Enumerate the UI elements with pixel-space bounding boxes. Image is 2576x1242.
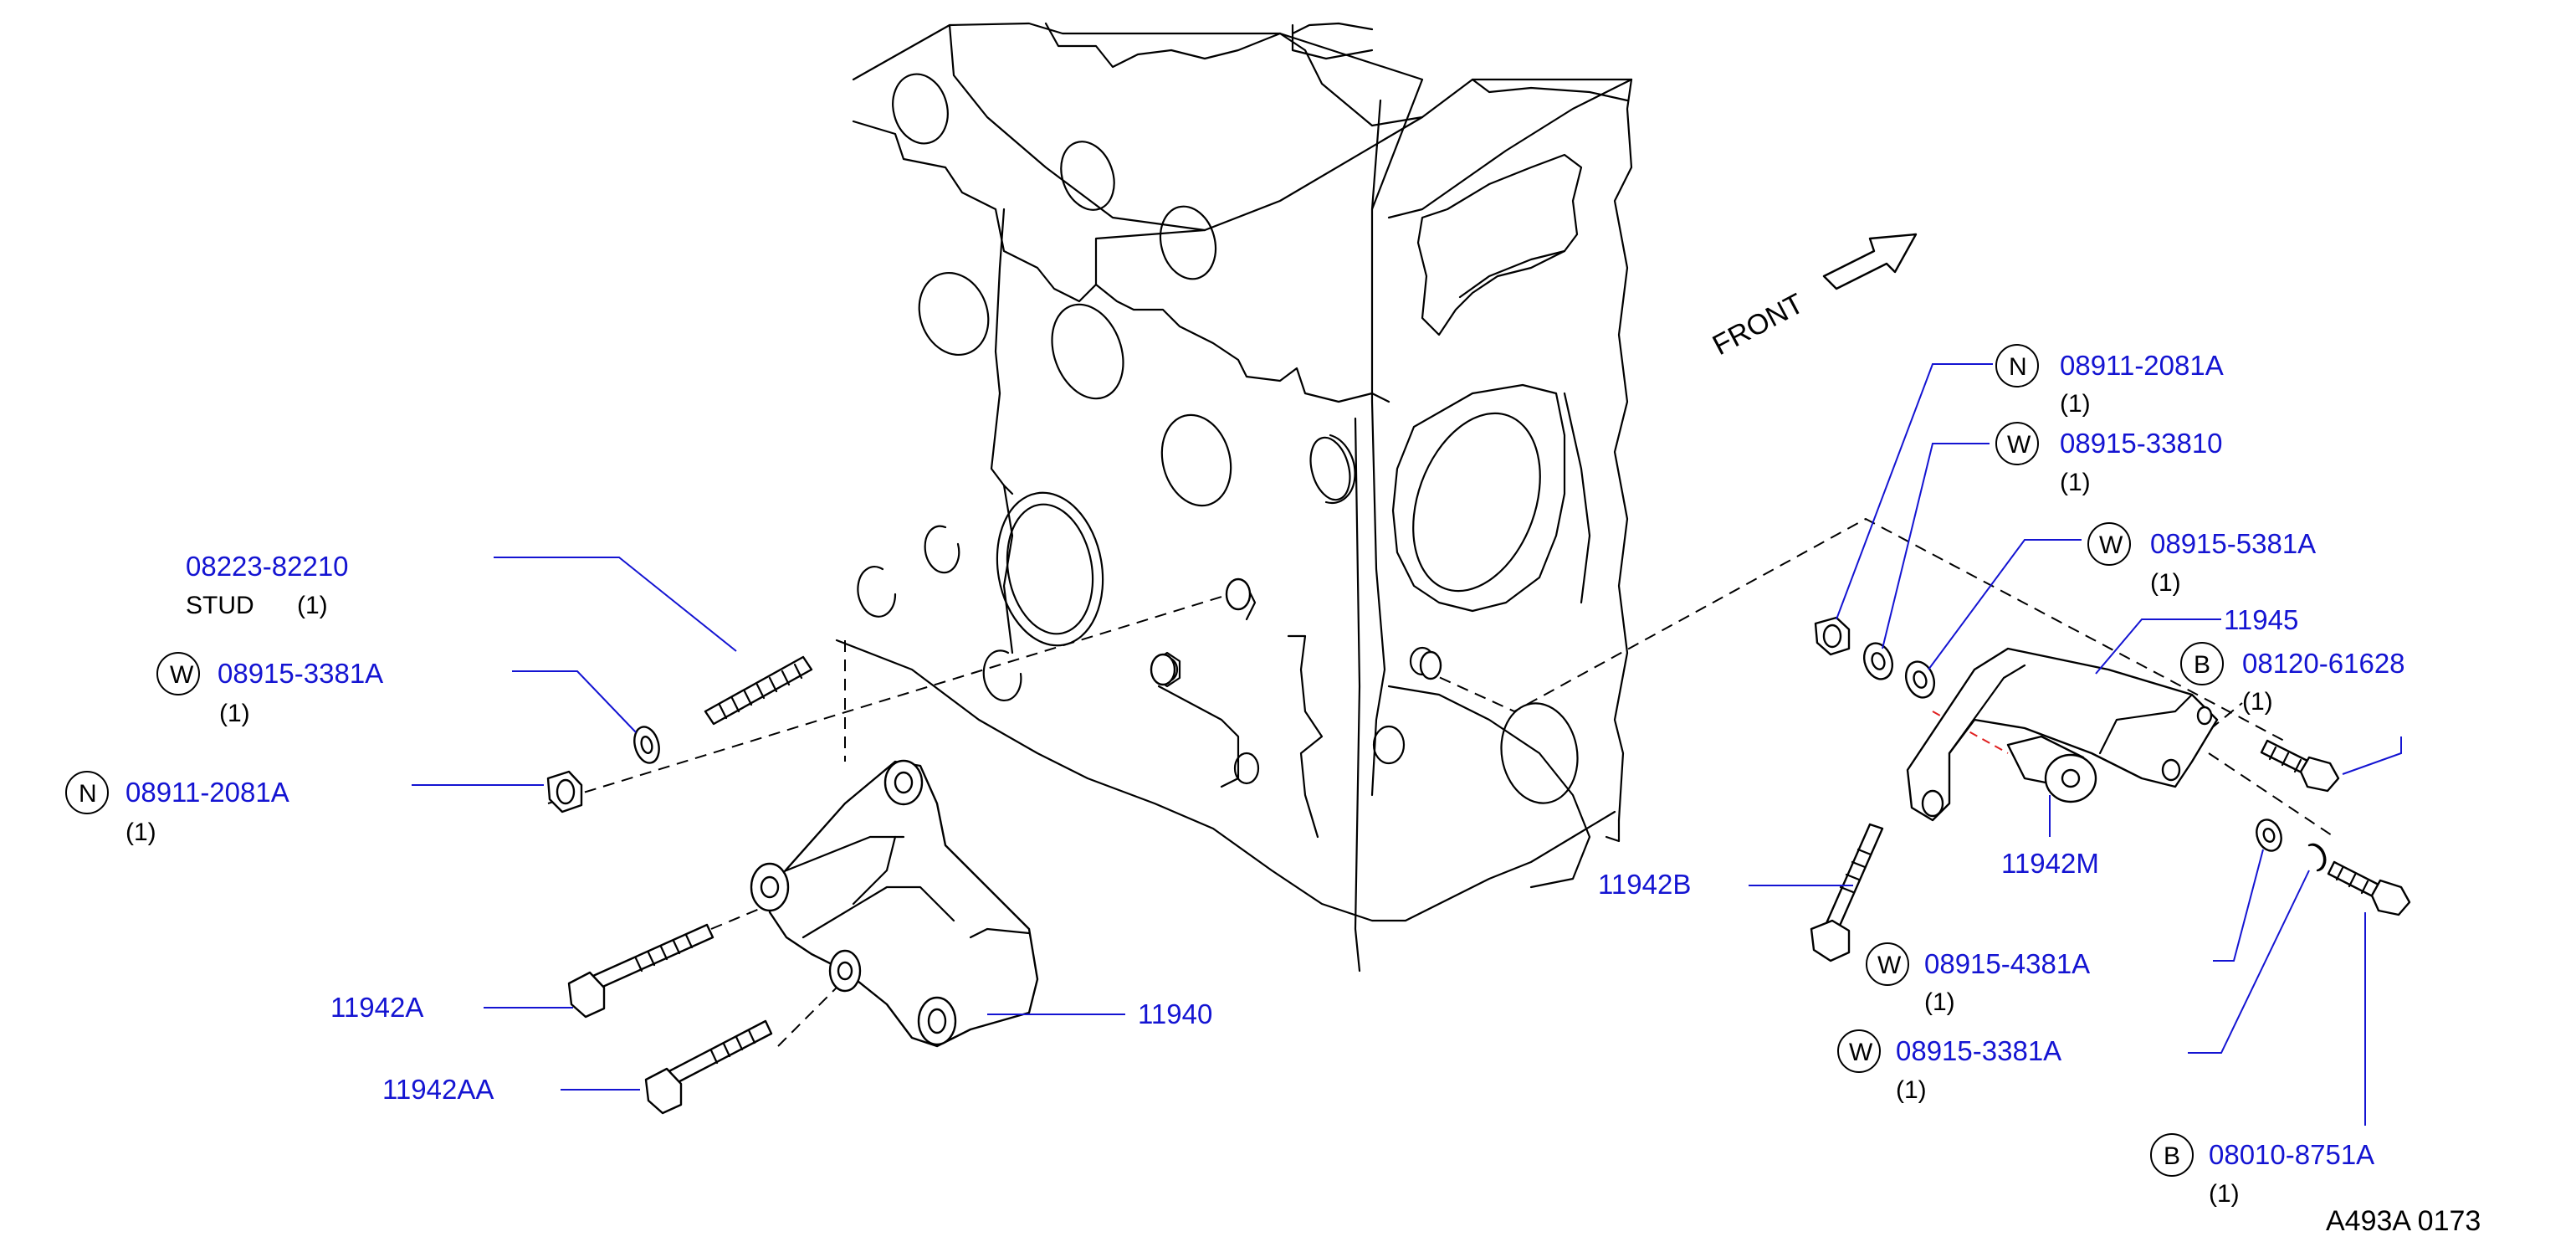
part-number-stud: 08223-82210	[186, 551, 349, 582]
part-number-bracket-11945: 11945	[2224, 604, 2298, 635]
symbol-circles	[65, 344, 2224, 1177]
engine-mount-points	[1150, 577, 1442, 686]
part-qty-nut-right: (1)	[2060, 390, 2091, 418]
part-qty-bolt-right-bottom: (1)	[2209, 1180, 2240, 1208]
part-qty-washer-right-2: (1)	[2150, 569, 2181, 597]
reference-code: A493A 0173	[2326, 1205, 2481, 1237]
washer-right-2	[1904, 660, 1936, 699]
symbol-bolt-right-bottom: B	[2164, 1142, 2180, 1170]
part-number-washer-right-4: 08915-3381A	[1896, 1035, 2061, 1066]
bolt-11942a	[567, 923, 714, 1019]
part-number-nut-left: 08911-2081A	[125, 777, 289, 808]
part-qty-washer-right-4: (1)	[1896, 1076, 1927, 1104]
part-number-bolt-right-top: 08120-61628	[2242, 648, 2405, 679]
part-number-bracket-11940: 11940	[1138, 998, 1212, 1029]
symbol-bolt-right-top: B	[2194, 651, 2210, 679]
symbol-washer-right-3: W	[1877, 952, 1902, 979]
part-number-bolt-11942aa: 11942AA	[382, 1074, 494, 1105]
bolt-11942aa	[644, 1019, 773, 1115]
symbol-nut-left: N	[79, 780, 97, 808]
symbol-washer-right-1: W	[2007, 431, 2031, 459]
symbol-washer-right-2: W	[2099, 531, 2123, 559]
nut-left	[546, 770, 583, 813]
bracket-11945	[1906, 647, 2219, 822]
part-qty-stud: (1)	[297, 592, 328, 619]
part-qty-washer-right-3: (1)	[1924, 988, 1955, 1016]
symbol-washer-right-4: W	[1849, 1039, 1873, 1066]
nut-right	[1814, 616, 1851, 656]
front-direction-arrow-icon	[1822, 233, 1918, 290]
washer-right-1	[1862, 642, 1894, 680]
bolt-right-bottom	[2327, 860, 2411, 916]
bolt-11942b	[1810, 823, 1884, 962]
part-number-washer-right-1: 08915-33810	[2060, 428, 2223, 459]
part-qty-washer-right-1: (1)	[2060, 469, 2091, 496]
part-desc-stud: STUD	[186, 592, 254, 619]
part-qty-bolt-right-top: (1)	[2242, 688, 2273, 716]
engine-block	[835, 22, 1633, 973]
part-qty-nut-left: (1)	[125, 819, 156, 846]
labels: FRONT 08223-82210 STUD (1) W 08915-3381A…	[79, 288, 2481, 1237]
front-label: FRONT	[1708, 288, 1809, 362]
part-number-nut-right: 08911-2081A	[2060, 350, 2224, 381]
washer-left	[633, 726, 660, 764]
part-number-washer-right-3: 08915-4381A	[1924, 948, 2090, 979]
washer-right-3	[2256, 819, 2282, 852]
spacer-11942m	[2006, 735, 2097, 803]
part-number-bolt-11942b: 11942B	[1598, 869, 1691, 900]
stud-part	[704, 655, 813, 726]
part-number-spacer-11942m: 11942M	[2001, 848, 2099, 879]
washer-right-4	[2307, 843, 2327, 872]
bracket-11940	[750, 759, 1039, 1048]
part-number-bolt-right-bottom: 08010-8751A	[2209, 1139, 2374, 1170]
part-number-washer-right-2: 08915-5381A	[2150, 528, 2316, 559]
symbol-nut-right: N	[2009, 353, 2027, 381]
bolt-right-top	[2260, 739, 2340, 793]
leader-lines	[412, 363, 2402, 1126]
symbol-washer-left: W	[170, 661, 194, 689]
part-number-bolt-11942a: 11942A	[330, 992, 423, 1023]
part-number-washer-left: 08915-3381A	[218, 658, 383, 689]
part-qty-washer-left: (1)	[219, 700, 250, 727]
